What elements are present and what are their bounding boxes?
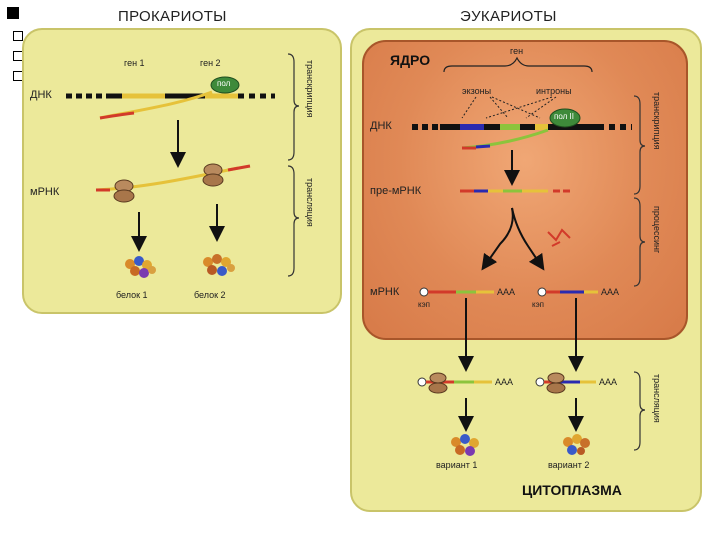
variant1-label: вариант 1 <box>436 460 478 470</box>
list-bullet-icon <box>13 31 23 41</box>
polya-label-2: ААА <box>601 287 620 297</box>
polya-label-4: ААА <box>599 377 618 387</box>
euk-pol-label: пол II <box>554 112 574 121</box>
prok-dna-label: ДНК <box>30 89 52 101</box>
euk-brace-transcription <box>633 95 646 195</box>
variant2-label: вариант 2 <box>548 460 590 470</box>
polya-label-3: ААА <box>495 377 514 387</box>
protein1-label: белок 1 <box>116 290 148 300</box>
euk-dna-label: ДНК <box>370 120 392 132</box>
prok-protein-1 <box>125 256 156 278</box>
processing-label: процессинг <box>652 206 662 254</box>
variant-protein-1 <box>451 434 479 456</box>
euk-translation-label: трансляция <box>652 374 662 423</box>
cyto-mrna-2 <box>535 372 596 394</box>
euk-transcription-label: транскрипция <box>652 92 662 150</box>
euk-brace-translation <box>633 371 646 451</box>
prokaryote-panel <box>22 28 342 314</box>
prok-protein-2 <box>203 254 235 276</box>
prok-pol-label: пол <box>217 79 231 88</box>
cap-label-1: кэп <box>418 300 431 309</box>
nucleus-label: ЯДРО <box>390 52 431 68</box>
prok-brace-translation <box>287 165 300 277</box>
prok-brace-transcription <box>287 53 300 161</box>
euk-brace-processing <box>633 197 646 287</box>
prokaryotes-title: ПРОКАРИОТЫ <box>118 8 227 25</box>
pre-mrna-label: пре-мРНК <box>370 185 422 197</box>
polya-label-1: ААА <box>497 287 516 297</box>
euk-mrna-label: мРНК <box>370 286 400 298</box>
slide-bullet-icon <box>7 7 19 19</box>
prok-polymerase <box>210 76 240 94</box>
prok-mrna-label: мРНК <box>30 186 60 198</box>
prok-transcription-label: транскрипция <box>305 60 315 118</box>
prok-translation-label: трансляция <box>305 178 315 227</box>
cap-label-2: кэп <box>532 300 545 309</box>
variant-protein-2 <box>563 434 590 455</box>
gene1-label: ген 1 <box>124 58 145 68</box>
eukaryotes-title: ЭУКАРИОТЫ <box>460 8 557 25</box>
prok-ribosome-2 <box>202 163 224 187</box>
euk-nascent-rna <box>461 128 549 150</box>
euk-gene-label: ген <box>510 46 524 56</box>
exons-label: экзоны <box>462 86 492 96</box>
euk-mrna-1 <box>419 287 494 297</box>
introns-label: интроны <box>536 86 572 96</box>
protein2-label: белок 2 <box>194 290 226 300</box>
cytoplasm-label: ЦИТОПЛАЗМА <box>522 482 622 498</box>
euk-mrna-2 <box>537 287 598 297</box>
cyto-mrna-1 <box>417 372 492 394</box>
gene2-label: ген 2 <box>200 58 221 68</box>
prok-ribosome-1 <box>113 179 135 203</box>
excised-intron <box>547 228 571 242</box>
euk-polymerase <box>549 108 581 128</box>
